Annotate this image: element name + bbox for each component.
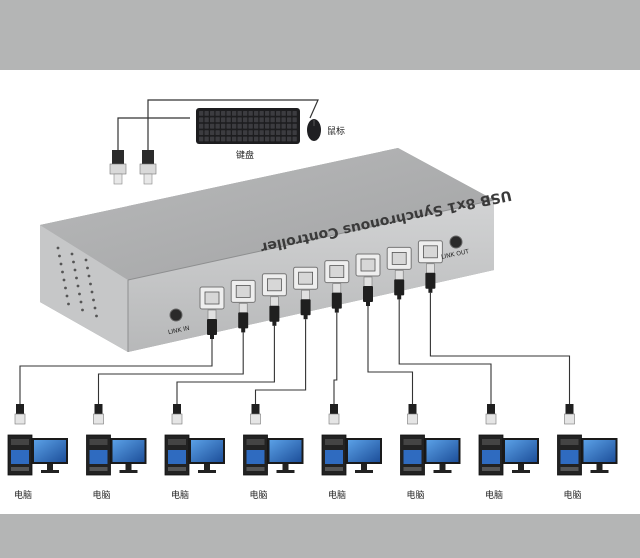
usb-plug-icon (331, 283, 342, 313)
usb-b-port (324, 260, 350, 284)
usb-a-plug-icon (109, 150, 127, 185)
usb-b-port (293, 266, 319, 290)
usb-cable (429, 292, 571, 406)
computer-label: 电脑 (92, 491, 111, 501)
usb-a-plug-icon (139, 150, 157, 185)
desktop-computer-icon (86, 404, 147, 476)
usb-plug-icon (238, 303, 249, 333)
computer-label: 电脑 (249, 491, 268, 501)
computer-label: 电脑 (563, 491, 582, 501)
usb-b-port (386, 246, 412, 270)
usb-b-port (355, 253, 381, 277)
desktop-computer-icon (243, 404, 304, 476)
diagram-artwork (7, 99, 618, 476)
usb-cable (19, 339, 213, 406)
peripheral-cables (117, 99, 319, 152)
usb-plug-icon (425, 263, 436, 293)
desktop-computer-icon (321, 404, 382, 476)
link-in-jack (169, 308, 183, 322)
usb-plug-icon (394, 270, 405, 300)
desktop-computer-icon (7, 404, 68, 476)
desktop-computer-icon (557, 404, 618, 476)
usb-plug-icon (300, 289, 311, 320)
desktop-computer-icon (164, 404, 225, 476)
usb-b-port (261, 273, 287, 297)
usb-b-port (230, 279, 256, 303)
usb-cable (398, 299, 492, 406)
computer-label: 电脑 (171, 491, 190, 501)
desktop-computer-icon (478, 404, 539, 476)
computer-label: 电脑 (485, 491, 504, 501)
usb-cable (97, 332, 244, 406)
usb-b-port (199, 286, 225, 310)
computer-label: 电脑 (328, 491, 347, 501)
usb-cable (254, 319, 307, 406)
product-diagram: USB 8x1 Synchronous Controller LINK IN L… (0, 70, 640, 514)
keyboard-icon (196, 108, 300, 144)
usb-plug-icon (269, 296, 280, 326)
usb-plug-icon (363, 276, 373, 306)
mouse-icon (307, 119, 321, 141)
mouse-label: 鼠标 (327, 127, 346, 137)
usb-plug-icon (207, 309, 217, 339)
usb-b-port (417, 240, 443, 264)
desktop-computer-icon (400, 404, 461, 476)
keyboard-label: 键盘 (236, 151, 255, 161)
computer-label: 电脑 (406, 491, 425, 501)
computer-label: 电脑 (14, 491, 33, 501)
usb-cable (333, 312, 338, 406)
usb-cable (367, 306, 414, 406)
link-out-jack (449, 235, 463, 249)
usb-cable (176, 325, 275, 406)
